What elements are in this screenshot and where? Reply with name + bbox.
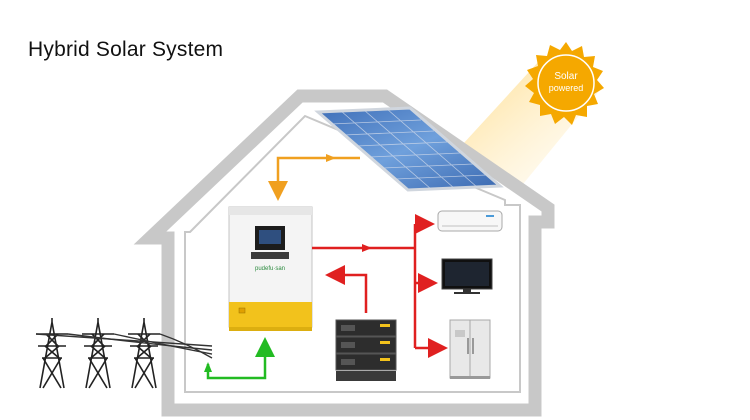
load-connection-lines [312, 214, 448, 358]
power-pylon-icon [36, 318, 160, 389]
sun-badge-icon: Solar powered [525, 42, 604, 125]
inverter-icon: pudefu·san [228, 206, 313, 331]
refrigerator-icon [449, 319, 491, 379]
inverter-brand: pudefu·san [255, 266, 285, 272]
load-arrow [362, 244, 372, 252]
sun-label-line2: powered [549, 83, 584, 93]
power-cables [35, 333, 213, 359]
solar-panel-icon [314, 106, 504, 192]
television-icon [441, 258, 493, 294]
diagram-title: Hybrid Solar System [28, 38, 224, 61]
battery-stack-icon [335, 319, 397, 381]
pv-arrow [326, 154, 336, 162]
grid-arrow [204, 362, 212, 372]
air-conditioner-icon [437, 210, 503, 232]
sun-label-line1: Solar [554, 71, 578, 82]
